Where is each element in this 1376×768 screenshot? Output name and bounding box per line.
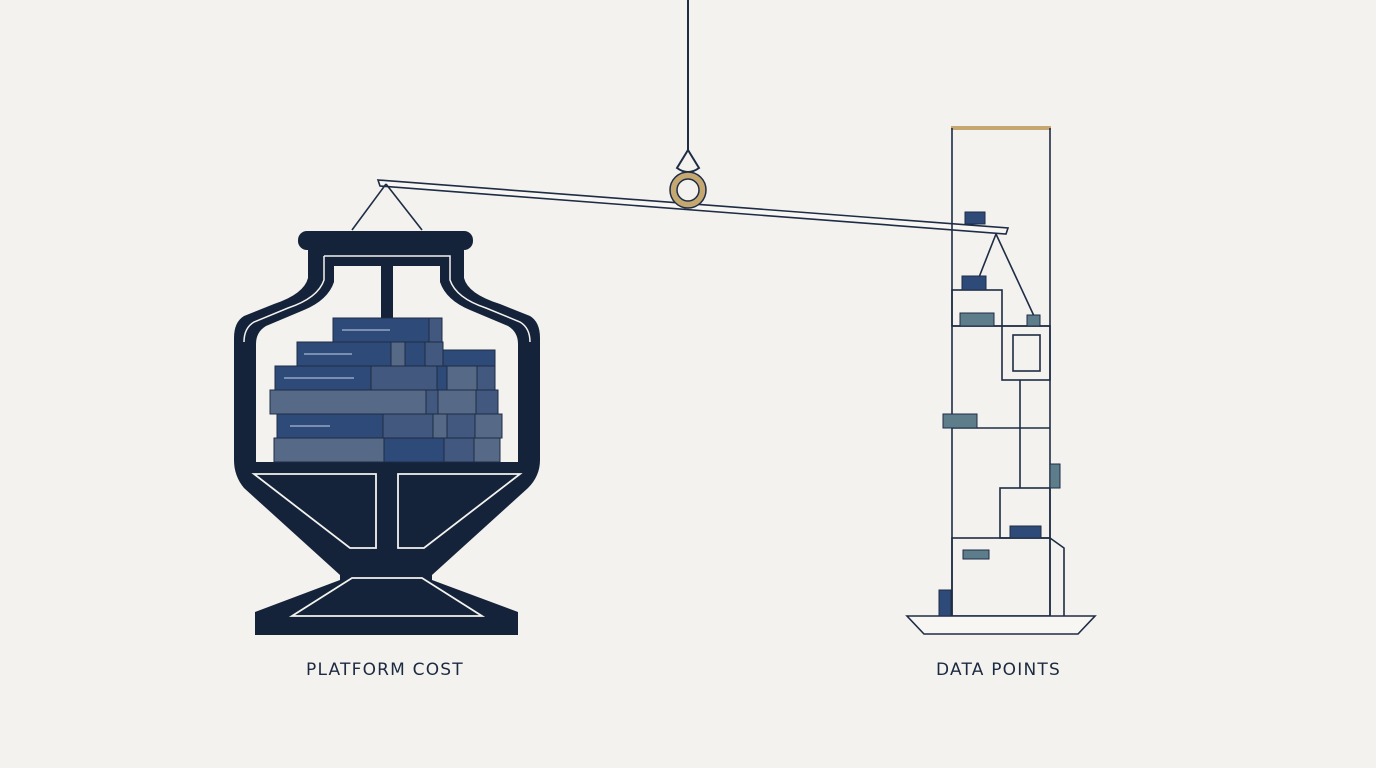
platform-cost-label: PLATFORM COST — [306, 660, 464, 680]
data-points-label: DATA POINTS — [936, 660, 1061, 680]
pivot-ring-hole — [676, 178, 700, 202]
right-hanger-icon — [973, 233, 1035, 317]
left-hanger-icon — [351, 183, 423, 231]
data-point-blocks-icon — [938, 211, 1061, 617]
rope-hook-icon — [675, 148, 701, 173]
tall-shelf-tower-icon — [905, 126, 1097, 635]
book-stack-icon — [269, 317, 503, 463]
